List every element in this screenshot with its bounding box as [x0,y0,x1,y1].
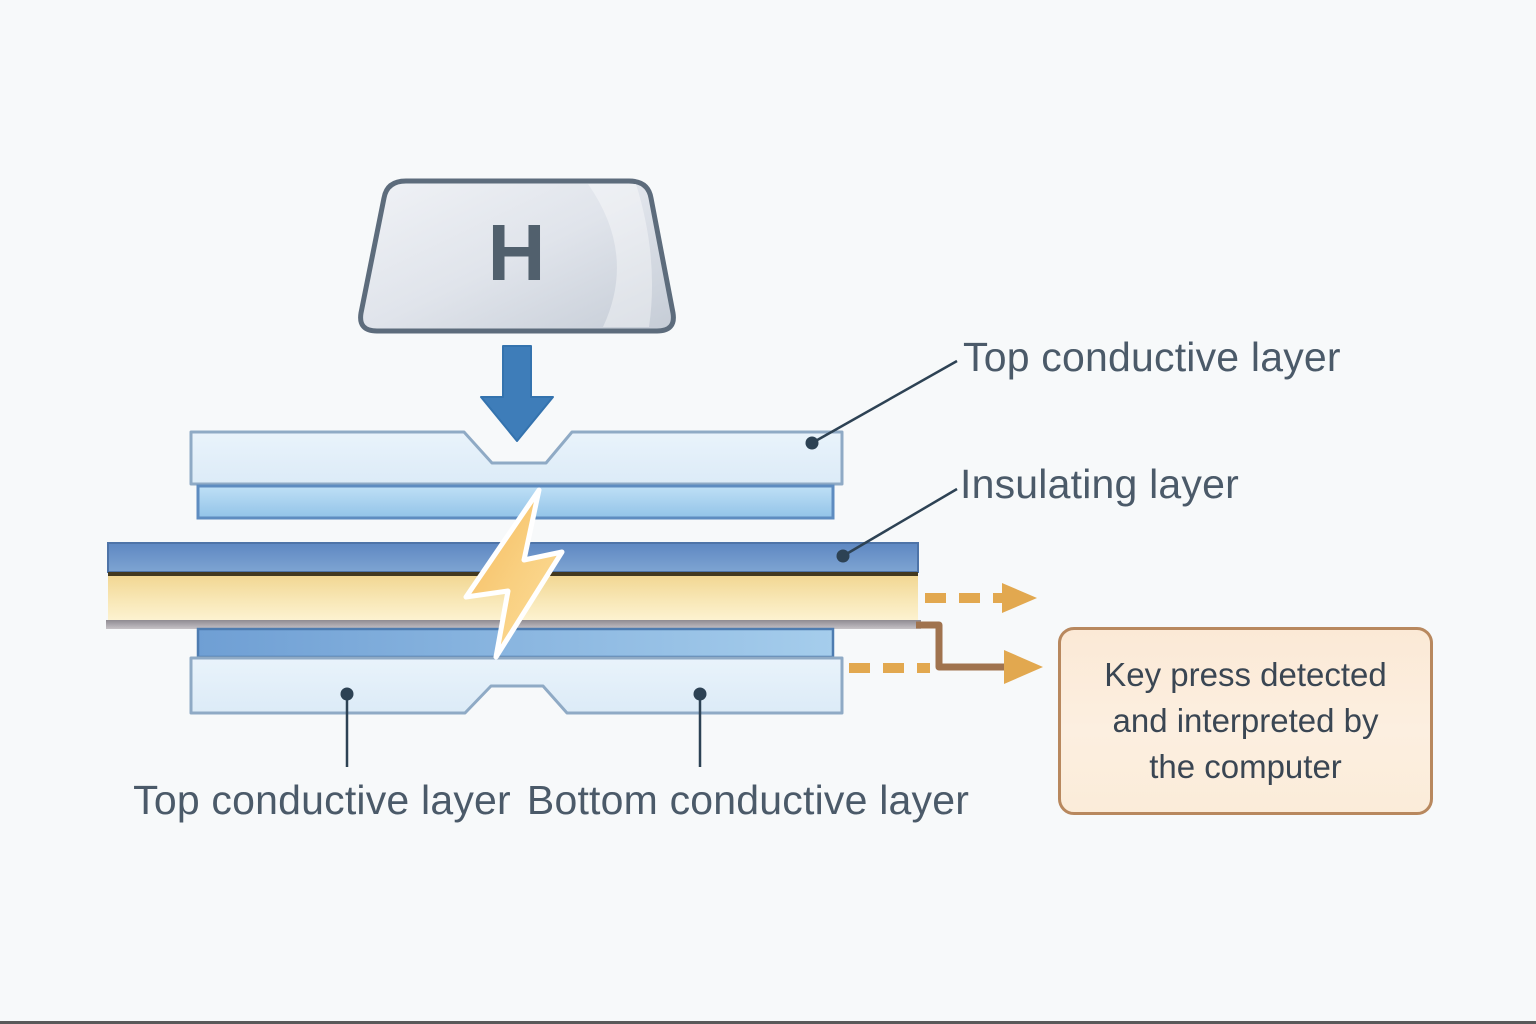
callout-line-1: Key press detected [1104,656,1387,693]
top-conductive-sheet [189,430,844,486]
signal-connector-brown [916,621,1006,671]
keycap-letter: H [487,208,547,297]
leader-dot-bottom-left [340,687,354,701]
leader-dot-bottom-mid [693,687,707,701]
callout-line-3: the computer [1149,748,1342,785]
leader-dot-insulating [836,549,850,563]
bottom-conductive-film [196,627,835,659]
label-insulating: Insulating layer [960,461,1239,507]
leader-dot-top-right [805,436,819,450]
callout-box: Key press detected and interpreted by th… [1058,627,1433,815]
leader-dots [340,436,850,701]
keycap-shine [588,184,653,327]
label-bottom-conductive: Bottom conductive layer [526,777,970,823]
signal-arrow-lower-head [1004,650,1043,684]
top-conductive-film [196,484,835,520]
label-top-conductive-right: Top conductive layer [963,334,1341,380]
leader-line-insulating [842,487,958,558]
signal-arrow-upper-head [1002,583,1037,613]
keycap [358,178,676,334]
bottom-conductive-sheet [189,656,844,715]
callout-line-2: and interpreted by [1112,702,1379,739]
signal-arrow-upper [925,583,1037,613]
lightning-bolt-icon [463,487,565,660]
leader-line-top-right [811,359,958,445]
down-arrow-icon [480,345,554,442]
bottom-edge-strip [0,1021,1536,1024]
label-top-conductive-bottom: Top conductive layer [133,777,511,823]
signal-arrow-lower [849,650,1043,684]
leader-lines [345,359,958,767]
